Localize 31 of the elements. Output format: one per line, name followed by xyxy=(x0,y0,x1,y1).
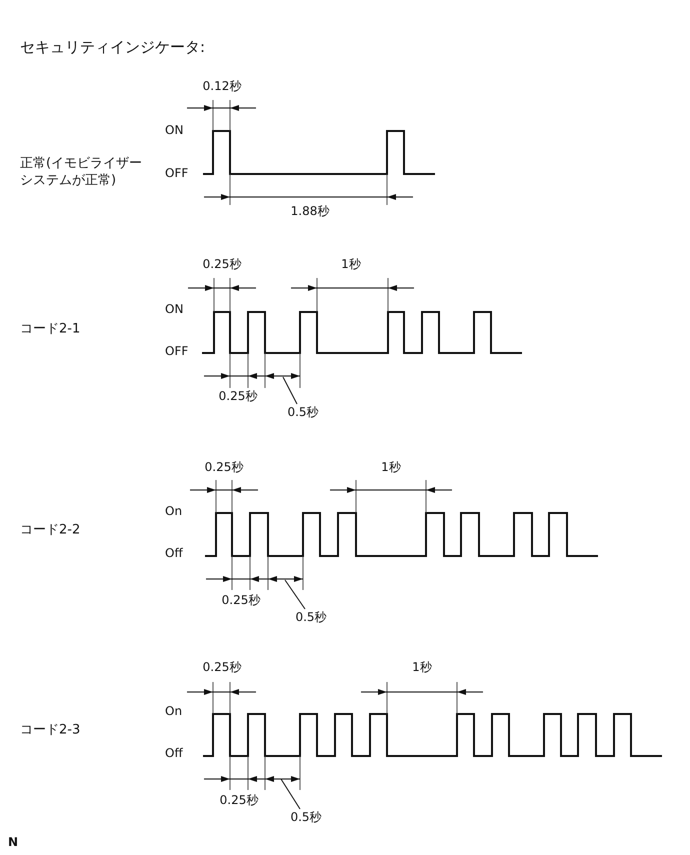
duration-label: 0.25秒 xyxy=(202,257,242,273)
level-label: On xyxy=(165,504,182,520)
duration-label: 0.12秒 xyxy=(202,79,242,95)
leader-line xyxy=(282,376,298,404)
duration-label: 0.25秒 xyxy=(222,593,260,609)
duration-label: 0.25秒 xyxy=(202,660,242,676)
level-label: Off xyxy=(165,546,183,562)
level-label: On xyxy=(165,704,182,720)
duration-label: 0.5秒 xyxy=(290,810,322,826)
duration-label: 1秒 xyxy=(341,257,361,273)
leader-line xyxy=(284,580,306,610)
duration-label: 0.5秒 xyxy=(287,405,319,421)
duration-label: 0.25秒 xyxy=(218,389,258,405)
row-label: コード2-2 xyxy=(20,522,80,540)
duration-label: 0.25秒 xyxy=(204,460,244,476)
duration-label: 1秒 xyxy=(412,660,432,676)
level-label: OFF xyxy=(165,166,188,182)
level-label: Off xyxy=(165,746,183,762)
duration-label: 0.5秒 xyxy=(295,610,327,626)
row-label: 正常(イモビライザーシステムが正常) xyxy=(20,156,144,190)
row-label: コード2-1 xyxy=(20,322,80,338)
duration-label: 1秒 xyxy=(381,460,401,476)
corner-mark: N xyxy=(8,835,18,851)
level-label: ON xyxy=(165,302,184,318)
level-label: OFF xyxy=(165,344,188,360)
row-label: コード2-3 xyxy=(20,722,80,740)
title: セキュリティインジケータ: xyxy=(20,38,206,57)
duration-label: 0.25秒 xyxy=(220,793,258,809)
leader-line xyxy=(280,778,300,810)
level-label: ON xyxy=(165,123,184,139)
duration-label: 1.88秒 xyxy=(290,204,330,220)
